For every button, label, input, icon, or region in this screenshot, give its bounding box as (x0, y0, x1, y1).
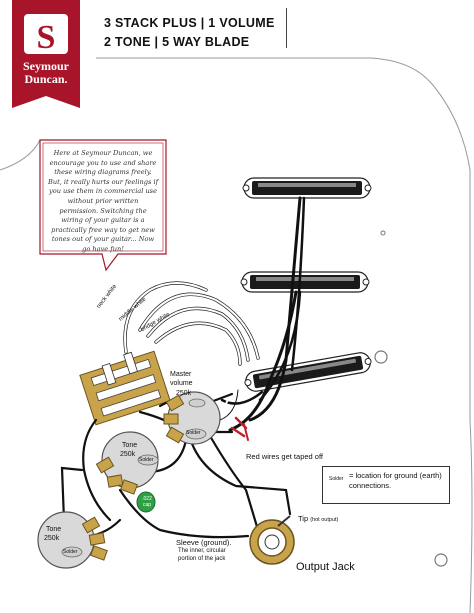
bridge-pickup (244, 352, 372, 392)
red-wires-label: Red wires get taped off (246, 452, 323, 461)
ground-legend: Solder = location for ground (earth) con… (322, 466, 450, 504)
tone-capacitor (136, 491, 156, 513)
output-jack (249, 515, 295, 565)
logo-name-line1: Seymour (23, 59, 70, 73)
usage-note: Here at Seymour Duncan, we encourage you… (48, 149, 159, 253)
switch-white-wires (123, 281, 260, 366)
five-way-switch (79, 350, 171, 426)
pickguard-screw (374, 350, 388, 364)
pickguard-outline-left (0, 139, 41, 171)
pickguard-screw (434, 553, 448, 567)
note-bubble (39, 139, 167, 272)
diagram-title: 3 STACK PLUS | 1 VOLUME 2 TONE | 5 WAY B… (104, 14, 275, 52)
volume-pot-value: 250k (176, 390, 192, 397)
tone-pot-1-label: Tone (122, 442, 138, 449)
neck-pickup (242, 177, 372, 199)
middle-pickup (240, 271, 370, 293)
red-wires (230, 416, 249, 441)
sleeve-label: Sleeve (ground). (176, 538, 232, 547)
volume-solder-label: Solder (186, 430, 201, 436)
seymour-duncan-logo: S Seymour Duncan. (12, 0, 80, 108)
legend-text: = location for ground (earth) connection… (349, 471, 442, 490)
legend-solder-label: Solder (329, 476, 344, 482)
title-line-1: 3 STACK PLUS | 1 VOLUME (104, 16, 275, 30)
pickguard-outline (96, 57, 473, 613)
tip-text: Tip (298, 514, 309, 523)
pickup-leads (213, 196, 306, 432)
tip-detail: (hot output) (310, 517, 339, 523)
tone-pot-1-value: 250k (120, 451, 136, 458)
tone-pot-1 (95, 431, 159, 495)
tone-1-solder-label: Solder (139, 457, 154, 463)
capacitor-label: .022 cap (142, 496, 152, 508)
logo-name-line2: Duncan. (24, 72, 67, 86)
volume-pot-label: Master volume (170, 371, 193, 387)
tip-label: Tip (hot output) (298, 514, 338, 523)
sleeve-detail-2: portion of the jack (178, 556, 226, 562)
sleeve-detail-1: The inner, circular (178, 548, 226, 554)
volume-pot (163, 391, 221, 445)
tone-2-solder-label: Solder (63, 549, 78, 555)
pickguard-screw (380, 230, 386, 236)
note-inner-border (42, 142, 164, 252)
output-jack-label: Output Jack (296, 561, 355, 573)
title-divider (286, 8, 287, 48)
title-line-2: 2 TONE | 5 WAY BLADE (104, 35, 250, 49)
tone-pot-2-label: Tone (46, 526, 62, 533)
tone-pot-2-value: 250k (44, 535, 60, 542)
logo-letter: S (37, 19, 56, 56)
